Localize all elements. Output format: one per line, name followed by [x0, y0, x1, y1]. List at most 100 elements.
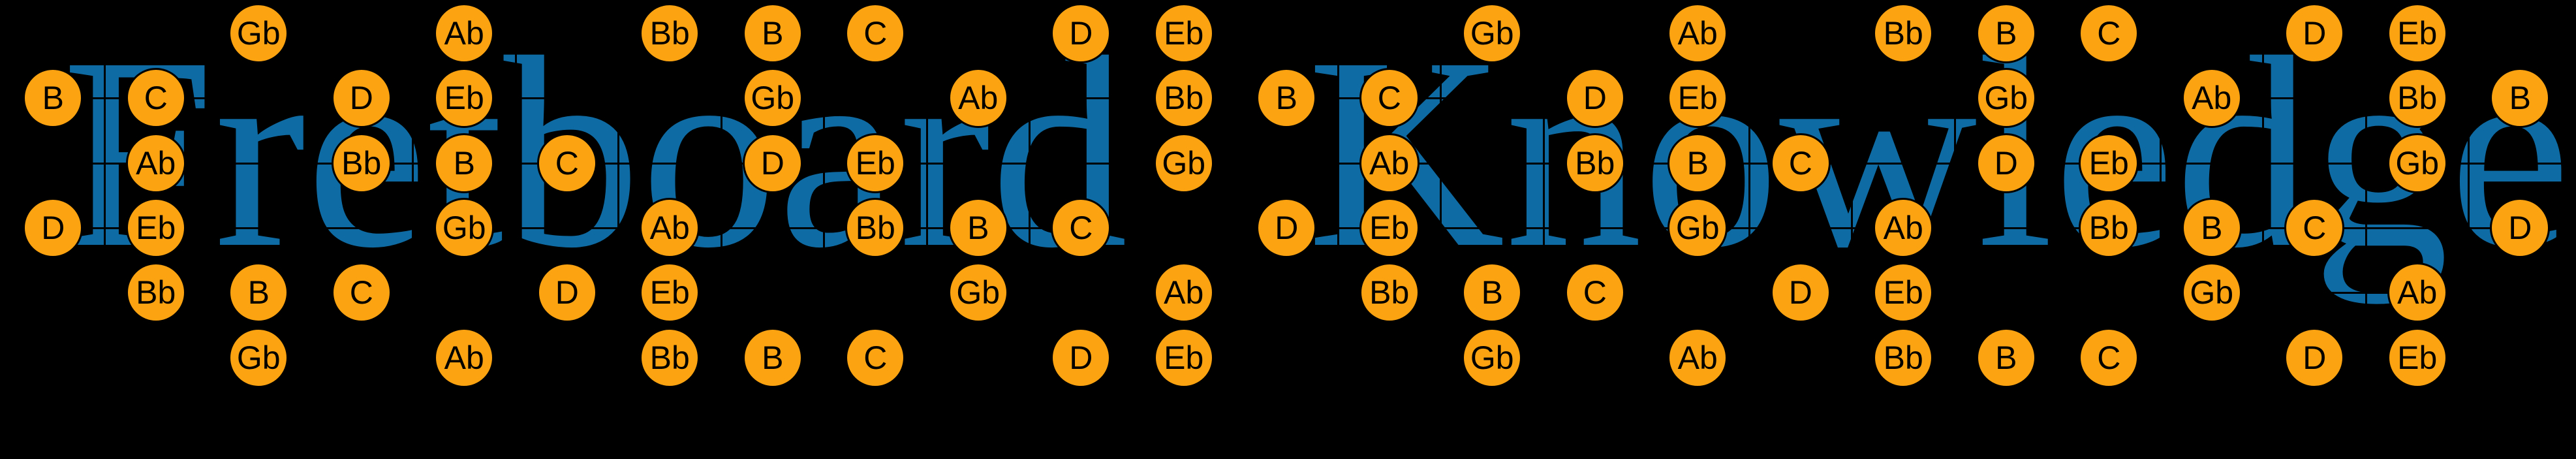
note-marker: B	[1976, 328, 2036, 388]
fret-line	[2570, 33, 2573, 358]
note-marker: Bb	[125, 262, 186, 323]
fret-line	[412, 33, 414, 358]
fret-line	[514, 33, 517, 358]
note-marker: C	[536, 133, 597, 193]
note-marker: B	[1462, 262, 1523, 323]
note-marker: Bb	[640, 328, 700, 388]
note-marker: Ab	[2387, 262, 2447, 323]
note-marker: Gb	[228, 328, 289, 388]
note-marker: Bb	[1564, 133, 1625, 193]
note-marker: D	[1051, 3, 1111, 63]
fret-line	[309, 33, 311, 358]
note-marker: B	[23, 68, 84, 128]
note-marker: D	[1051, 328, 1111, 388]
note-marker: D	[2490, 198, 2551, 258]
fret-line	[2262, 33, 2264, 358]
string-line	[85, 162, 2571, 165]
note-marker: Ab	[125, 133, 186, 193]
note-marker: Eb	[2387, 328, 2447, 388]
fret-line	[2056, 33, 2058, 358]
note-marker: Eb	[1359, 198, 1420, 258]
note-marker: C	[2284, 198, 2345, 258]
fret-line	[823, 33, 825, 358]
note-marker: Bb	[640, 3, 700, 63]
note-marker: D	[1976, 133, 2036, 193]
note-marker: Ab	[1873, 198, 1934, 258]
fret-line	[1440, 33, 1442, 358]
note-marker: Gb	[1462, 328, 1523, 388]
note-marker: Gb	[1668, 198, 1728, 258]
note-marker: Eb	[845, 133, 906, 193]
note-marker: C	[845, 3, 906, 63]
note-marker: Ab	[1153, 262, 1214, 323]
note-marker: C	[1564, 262, 1625, 323]
note-marker: Gb	[948, 262, 1008, 323]
note-marker: Bb	[1873, 328, 1934, 388]
note-marker: D	[23, 198, 84, 258]
note-marker: Ab	[434, 328, 495, 388]
note-marker: B	[1256, 68, 1317, 128]
fret-line	[1234, 33, 1236, 358]
note-marker: Gb	[1976, 68, 2036, 128]
fret-line	[617, 33, 619, 358]
note-marker: C	[125, 68, 186, 128]
note-marker: Eb	[2079, 133, 2139, 193]
fret-line	[1542, 33, 1545, 358]
fret-line	[925, 33, 928, 358]
fret-line	[1748, 33, 1750, 358]
fret-line	[2468, 33, 2470, 358]
note-marker: B	[742, 3, 803, 63]
note-marker: Eb	[1153, 3, 1214, 63]
string-line	[85, 32, 2571, 35]
note-marker: C	[331, 262, 392, 323]
note-marker: Ab	[1668, 3, 1728, 63]
fret-line	[2159, 33, 2162, 358]
note-marker: Bb	[1873, 3, 1934, 63]
note-marker: D	[1564, 68, 1625, 128]
note-marker: D	[536, 262, 597, 323]
fret-line	[1645, 33, 1647, 358]
note-marker: Gb	[228, 3, 289, 63]
note-marker: D	[2284, 328, 2345, 388]
note-marker: B	[742, 328, 803, 388]
note-marker: Eb	[2387, 3, 2447, 63]
note-marker: Eb	[125, 198, 186, 258]
note-marker: D	[742, 133, 803, 193]
note-marker: Ab	[1359, 133, 1420, 193]
fret-line	[206, 33, 208, 358]
note-marker: C	[1770, 133, 1831, 193]
note-marker: Bb	[2387, 68, 2447, 128]
note-marker: Ab	[2181, 68, 2242, 128]
note-marker: Gb	[2181, 262, 2242, 323]
note-marker: Ab	[1668, 328, 1728, 388]
fret-line	[1851, 33, 1853, 358]
note-marker: Ab	[640, 198, 700, 258]
string-line	[85, 97, 2571, 99]
note-marker: Bb	[331, 133, 392, 193]
note-marker: C	[1051, 198, 1111, 258]
note-marker: D	[1770, 262, 1831, 323]
note-marker: Bb	[845, 198, 906, 258]
fret-line	[1337, 33, 1339, 358]
note-marker: B	[2490, 68, 2551, 128]
note-marker: Ab	[948, 68, 1008, 128]
note-marker: Eb	[1873, 262, 1934, 323]
note-marker: Ab	[434, 3, 495, 63]
note-marker: Gb	[434, 198, 495, 258]
fret-line	[720, 33, 722, 358]
string-line	[85, 227, 2571, 229]
note-marker: Bb	[1153, 68, 1214, 128]
note-marker: Gb	[1462, 3, 1523, 63]
note-marker: C	[845, 328, 906, 388]
note-marker: Bb	[1359, 262, 1420, 323]
note-marker: Eb	[1153, 328, 1214, 388]
note-marker: Gb	[742, 68, 803, 128]
note-marker: C	[2079, 3, 2139, 63]
fret-line	[103, 33, 106, 358]
note-marker: D	[1256, 198, 1317, 258]
fret-line	[2365, 33, 2367, 358]
fret-line	[1029, 33, 1031, 358]
note-marker: Bb	[2079, 198, 2139, 258]
note-marker: Eb	[1668, 68, 1728, 128]
note-marker: B	[434, 133, 495, 193]
